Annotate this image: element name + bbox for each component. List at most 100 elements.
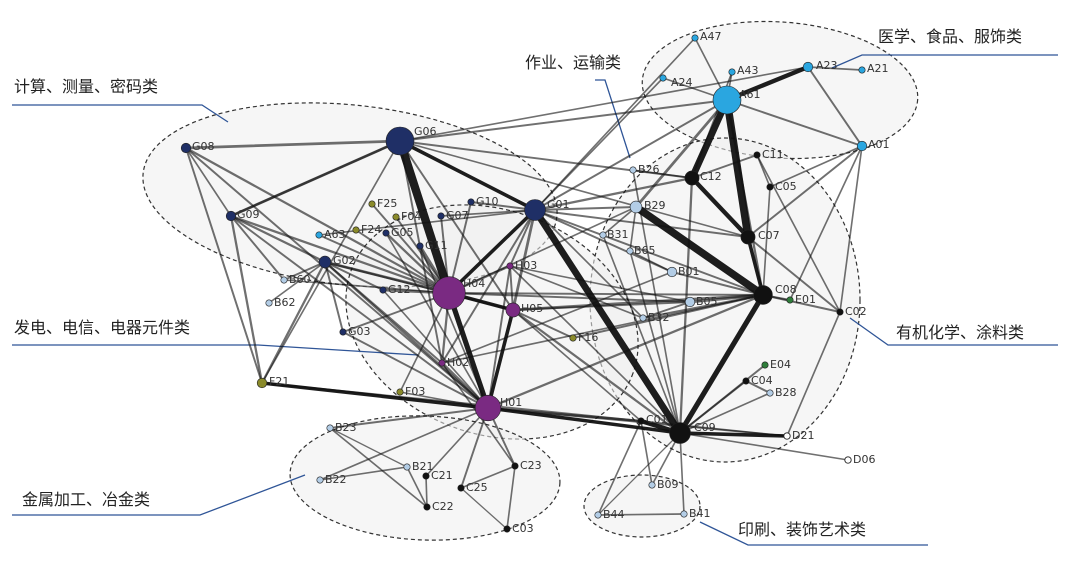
edge-C09-D06 xyxy=(679,432,849,461)
node-a63[interactable] xyxy=(315,231,323,239)
node-g10[interactable] xyxy=(467,198,475,206)
node-b31[interactable] xyxy=(599,231,607,239)
node-d21[interactable] xyxy=(783,432,791,440)
node-a24[interactable] xyxy=(659,74,667,82)
node-f03[interactable] xyxy=(396,388,404,396)
node-a23[interactable] xyxy=(802,61,814,73)
node-label-c23: C23 xyxy=(520,459,542,472)
node-c09[interactable] xyxy=(669,422,691,444)
node-c21[interactable] xyxy=(422,472,430,480)
node-b29[interactable] xyxy=(629,200,643,214)
node-a47[interactable] xyxy=(691,34,699,42)
edge-G08-H01 xyxy=(185,147,489,409)
node-b09[interactable] xyxy=(648,481,656,489)
edge-C12-C07 xyxy=(689,175,751,240)
edge-B29-B65 xyxy=(629,206,637,252)
node-label-c25: C25 xyxy=(466,481,488,494)
edge-G01-C09 xyxy=(531,206,684,437)
node-label-b09: B09 xyxy=(657,478,679,491)
edge-G09-F21 xyxy=(229,214,264,385)
node-label-b41: B41 xyxy=(689,507,711,520)
node-label-g08: G08 xyxy=(192,140,215,153)
node-h03[interactable] xyxy=(506,262,514,270)
edge-G01-A61 xyxy=(534,99,728,211)
node-a61[interactable] xyxy=(712,85,742,115)
node-h02[interactable] xyxy=(438,359,446,367)
edge-B41-C09 xyxy=(679,432,685,515)
edge-H01-C08 xyxy=(486,293,765,410)
node-c22[interactable] xyxy=(423,503,431,511)
node-b65[interactable] xyxy=(626,247,634,255)
node-b21[interactable] xyxy=(403,463,411,471)
node-c03[interactable] xyxy=(503,525,511,533)
node-g01[interactable] xyxy=(524,199,546,221)
node-label-g05: G05 xyxy=(391,226,414,239)
node-a43[interactable] xyxy=(728,68,736,76)
node-h05[interactable] xyxy=(505,302,521,318)
node-b32[interactable] xyxy=(639,314,647,322)
node-label-g10: G10 xyxy=(476,195,499,208)
node-f21[interactable] xyxy=(256,377,268,389)
node-c04[interactable] xyxy=(742,377,750,385)
node-f25[interactable] xyxy=(368,200,376,208)
node-g05[interactable] xyxy=(382,229,390,237)
node-label-h05: H05 xyxy=(521,302,543,315)
node-h04[interactable] xyxy=(432,276,466,310)
edge-G02-G03 xyxy=(324,261,344,333)
node-f16[interactable] xyxy=(569,334,577,342)
node-b05[interactable] xyxy=(684,296,696,308)
category-label-layer: 计算、测量、密码类 医学、食品、服饰类 作业、运输类 发电、电信、电器元件类 有… xyxy=(14,27,1024,539)
node-b60[interactable] xyxy=(280,276,288,284)
node-c25[interactable] xyxy=(457,484,465,492)
node-a01[interactable] xyxy=(856,140,868,152)
node-h01[interactable] xyxy=(474,394,502,422)
edge-B29-C08 xyxy=(632,203,767,299)
node-c07[interactable] xyxy=(740,229,756,245)
edge-layer xyxy=(184,37,863,530)
edge-G09-H01 xyxy=(230,215,489,409)
node-c08[interactable] xyxy=(753,285,773,305)
node-c02[interactable] xyxy=(836,308,844,316)
node-g12[interactable] xyxy=(379,286,387,294)
node-f24[interactable] xyxy=(352,226,360,234)
node-label-b01: B01 xyxy=(678,265,700,278)
node-d06[interactable] xyxy=(844,456,852,464)
edge-G02-B60 xyxy=(283,261,326,281)
edge-A47-G01 xyxy=(534,37,696,211)
node-b62[interactable] xyxy=(265,299,273,307)
callout-line-medical xyxy=(831,54,1058,69)
node-g07[interactable] xyxy=(437,212,445,220)
node-g08[interactable] xyxy=(180,142,192,154)
edge-C11-C02 xyxy=(756,154,841,313)
node-b23[interactable] xyxy=(326,424,334,432)
node-c01[interactable] xyxy=(637,417,645,425)
node-g11[interactable] xyxy=(416,242,424,250)
node-e01[interactable] xyxy=(786,296,794,304)
node-g03[interactable] xyxy=(339,328,347,336)
node-b22[interactable] xyxy=(316,476,324,484)
node-label-a24: A24 xyxy=(671,76,693,89)
node-f04[interactable] xyxy=(392,213,400,221)
node-c11[interactable] xyxy=(753,151,761,159)
node-b44[interactable] xyxy=(594,511,602,519)
node-label-h03: H03 xyxy=(515,259,537,272)
edge-H03-B32 xyxy=(509,265,644,319)
node-b41[interactable] xyxy=(680,510,688,518)
edge-H02-B01 xyxy=(441,271,673,364)
node-c23[interactable] xyxy=(511,462,519,470)
node-g02[interactable] xyxy=(318,255,332,269)
edge-C02-D21 xyxy=(786,311,841,437)
node-c12[interactable] xyxy=(684,170,700,186)
edge-G06-A23 xyxy=(399,66,809,142)
node-b28[interactable] xyxy=(766,389,774,397)
node-c05[interactable] xyxy=(766,183,774,191)
node-a21[interactable] xyxy=(858,66,866,74)
edge-A61-A01 xyxy=(726,99,863,147)
node-b01[interactable] xyxy=(666,266,678,278)
node-g06[interactable] xyxy=(385,126,415,156)
edge-G08-F21 xyxy=(185,147,263,384)
node-e04[interactable] xyxy=(761,361,769,369)
node-label-f21: F21 xyxy=(269,375,289,388)
node-b26[interactable] xyxy=(629,166,637,174)
node-g09[interactable] xyxy=(225,210,237,222)
